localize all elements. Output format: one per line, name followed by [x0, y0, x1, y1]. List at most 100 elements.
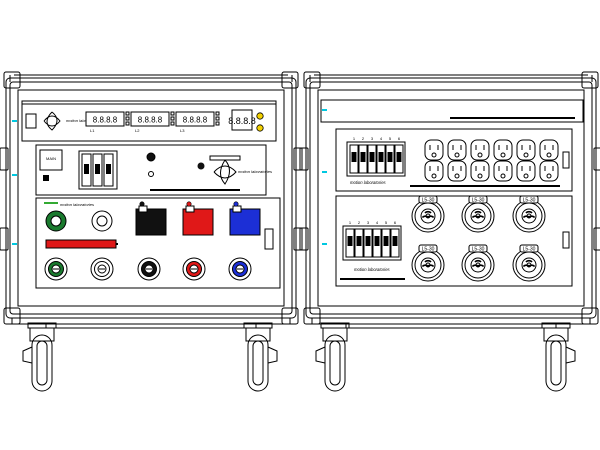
breaker-number: 1: [353, 136, 356, 141]
camlok-indicator: [186, 201, 192, 207]
twistlock-slot: [471, 264, 480, 268]
breaker-number: 3: [371, 136, 374, 141]
warning-lamp: [256, 112, 264, 120]
caster-brake: [267, 346, 278, 364]
twistlock-face: [420, 257, 436, 273]
warning-lamp: [256, 124, 264, 132]
breaker-toggle: [392, 236, 398, 246]
twistlock-label: L5-30: [523, 247, 536, 253]
digital-meter: [175, 111, 215, 127]
caster-plate: [243, 322, 273, 329]
main-breaker-toggle: [84, 164, 89, 174]
phase-readout: 8.8.8.8: [228, 116, 256, 126]
digital-meter: [130, 111, 170, 127]
twistlock-flange: [461, 199, 495, 233]
branch-breaker: [363, 228, 373, 258]
branch-breaker: [381, 228, 391, 258]
digital-meter: [85, 111, 125, 127]
camlok-indicator: [139, 201, 145, 207]
twistlock-flange: [512, 248, 546, 282]
twistlock-slot: [522, 264, 531, 268]
panel-indicator: [146, 152, 156, 162]
twistlock-flange: [461, 248, 495, 282]
side-latch: [0, 227, 9, 251]
twistlock-face: [521, 257, 537, 273]
caster-hub: [36, 340, 48, 386]
outlet-ground: [500, 152, 506, 158]
feed-connector-face: [96, 215, 108, 227]
breaker-number: 1: [349, 220, 352, 225]
twistlock-label-tab: [418, 244, 438, 253]
meter-reading: 8.8.8.8: [138, 116, 163, 125]
twistlock-label-tab: [519, 244, 539, 253]
caster-hub: [329, 340, 341, 386]
connector-panel: [35, 197, 281, 289]
twistlock-slot: [421, 264, 430, 268]
outlet-ground: [477, 173, 483, 179]
feed-connector-white: [91, 210, 113, 232]
caster-wheel: [545, 334, 567, 392]
corner-bracket: [281, 71, 299, 89]
breaker-bank-frame: [342, 225, 402, 261]
branch-breaker: [385, 144, 395, 174]
branch-breaker: [390, 228, 400, 258]
twistlock-label-tab: [468, 195, 488, 204]
breaker-toggle: [378, 152, 384, 162]
caster-wheel: [247, 334, 269, 392]
side-latch: [299, 147, 309, 171]
camlok-tab: [185, 205, 195, 213]
case-inner-shell: [9, 81, 293, 315]
twistlock-ring: [515, 202, 543, 230]
breaker-number: 5: [389, 136, 392, 141]
main-breaker-pole: [81, 153, 92, 187]
twistlock-slot: [525, 259, 533, 263]
side-latch: [593, 227, 600, 251]
twistlock-slot: [474, 259, 482, 263]
breaker-number: 6: [398, 136, 401, 141]
main-breaker-toggle: [95, 164, 100, 174]
duplex-receptacle: [516, 160, 536, 182]
indicator-strip: [209, 155, 241, 161]
breaker-number: 5: [385, 220, 388, 225]
breaker-number: 6: [394, 220, 397, 225]
branch-breaker: [358, 144, 368, 174]
outlet-ground: [431, 173, 437, 179]
duplex-receptacle: [470, 139, 490, 161]
twistlock-label-tab: [418, 195, 438, 204]
twistlock-label: L5-30: [422, 247, 435, 253]
outlet-ground: [454, 173, 460, 179]
branch-breaker: [349, 144, 359, 174]
twistlock-flange: [411, 199, 445, 233]
caster-wheel: [324, 334, 346, 392]
side-handle: [562, 231, 570, 249]
breaker-toggle: [369, 152, 375, 162]
main-breaker-panel: [35, 144, 267, 196]
twistlock-slot: [424, 210, 432, 214]
case-outer-shell: [305, 77, 597, 319]
outlet-ground: [546, 173, 552, 179]
duplex-brand-label: motion laboratories: [350, 180, 387, 185]
twistlock-ring: [464, 202, 492, 230]
corner-bracket: [303, 71, 321, 89]
duplex-receptacle: [539, 160, 559, 182]
side-latch: [0, 147, 9, 171]
duplex-receptacle: [447, 160, 467, 182]
main-breaker-label: MAIN: [46, 156, 56, 161]
caster-brake: [565, 346, 576, 364]
outlet-ground: [523, 173, 529, 179]
panel-handle: [25, 113, 37, 129]
duplex-receptacle: [493, 139, 513, 161]
blank-panel: [320, 99, 584, 123]
breaker-number: 4: [380, 136, 383, 141]
outlet-ground: [500, 173, 506, 179]
duplex-receptacle: [424, 160, 444, 182]
twistlock-ring: [414, 202, 442, 230]
meter-indicator: [125, 116, 130, 121]
branch-breaker: [367, 144, 377, 174]
meter-indicator: [170, 121, 175, 126]
main-breaker-frame: [78, 150, 118, 190]
breaker-toggle: [351, 152, 357, 162]
panel-brand-label: motion laboratories: [238, 169, 272, 174]
twistlock-label: L5-30: [422, 198, 435, 204]
